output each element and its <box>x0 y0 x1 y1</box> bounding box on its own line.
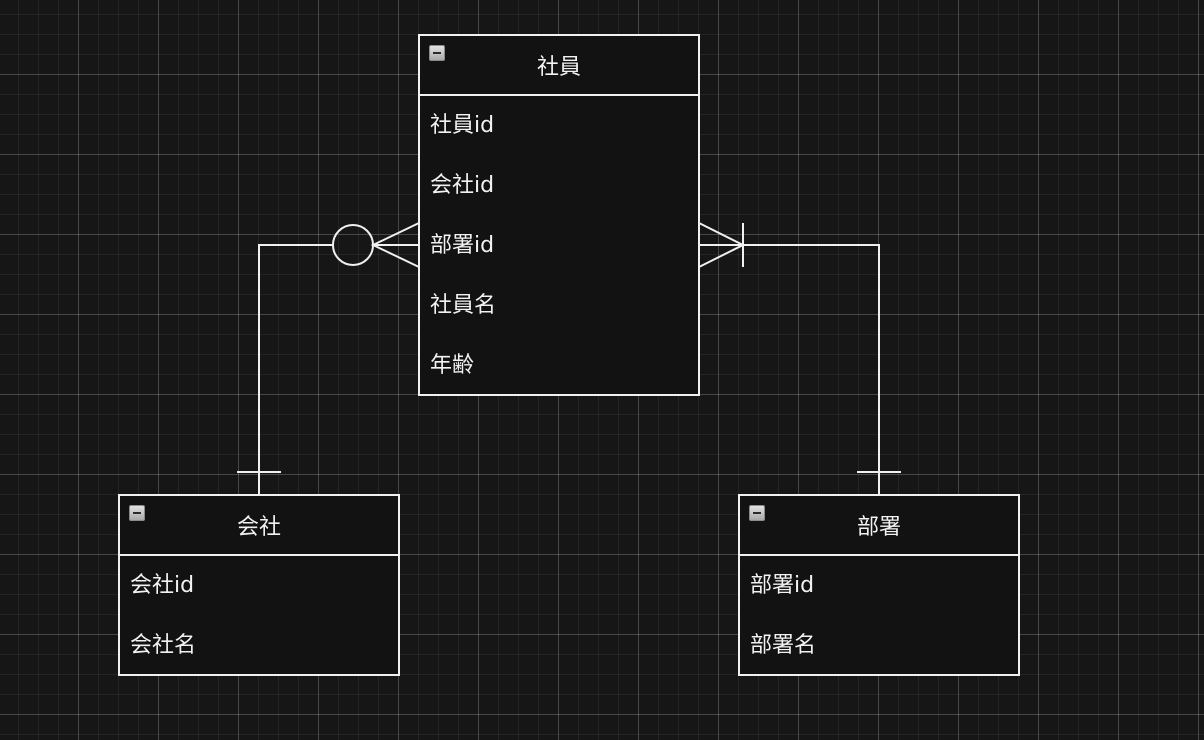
company-field-company-name[interactable]: 会社名 <box>130 633 197 658</box>
employee-field-department-id[interactable]: 部署id <box>430 233 495 258</box>
collapse-icon[interactable] <box>129 505 145 521</box>
employee-field-company-id[interactable]: 会社id <box>430 173 495 198</box>
employee-table-title: 社員 <box>536 55 581 80</box>
company-field-company-id[interactable]: 会社id <box>130 573 195 598</box>
crow-foot-employee-company <box>370 222 420 268</box>
collapse-icon[interactable] <box>749 505 765 521</box>
employee-table-header[interactable]: 社員 <box>420 36 698 96</box>
company-table[interactable]: 会社 会社id 会社名 <box>118 494 400 676</box>
connector-line-department-employee <box>699 244 880 494</box>
employee-field-age[interactable]: 年齢 <box>430 353 475 378</box>
department-table-header[interactable]: 部署 <box>740 496 1018 556</box>
employee-field-employee-name[interactable]: 社員名 <box>430 293 497 318</box>
connector-line-company-employee <box>258 244 333 494</box>
crow-foot-employee-department <box>698 222 746 268</box>
relationship-department-employee[interactable] <box>698 222 901 494</box>
department-table[interactable]: 部署 部署id 部署名 <box>738 494 1020 676</box>
company-table-title: 会社 <box>236 515 281 540</box>
employee-table[interactable]: 社員 社員id 会社id 部署id 社員名 年齢 <box>418 34 700 396</box>
zero-marker-employee-company <box>332 224 374 266</box>
company-table-header[interactable]: 会社 <box>120 496 398 556</box>
employee-field-employee-id[interactable]: 社員id <box>430 113 495 138</box>
department-field-department-name[interactable]: 部署名 <box>750 633 817 658</box>
department-field-department-id[interactable]: 部署id <box>750 573 815 598</box>
department-table-title: 部署 <box>856 515 901 540</box>
relationship-company-employee[interactable] <box>237 222 420 494</box>
collapse-icon[interactable] <box>429 45 445 61</box>
